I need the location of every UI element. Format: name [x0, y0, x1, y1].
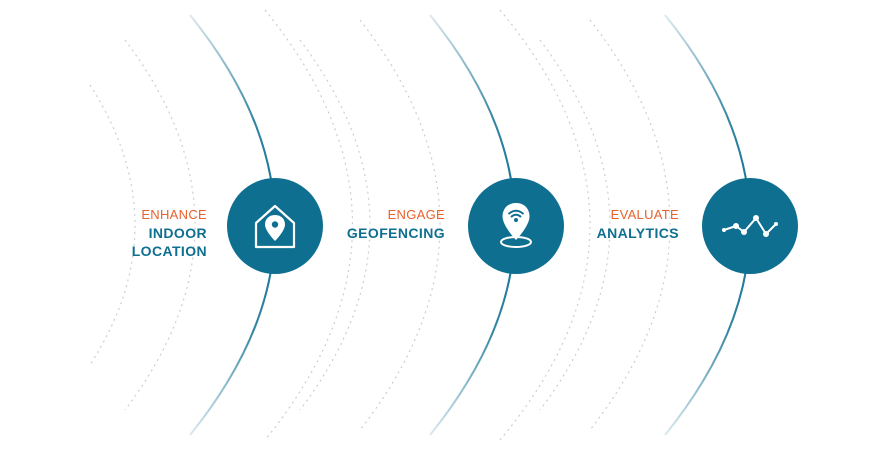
- step-label-evaluate: EVALUATE ANALYTICS: [519, 206, 679, 242]
- step-verb: ENGAGE: [387, 207, 445, 222]
- step-label-engage: ENGAGE GEOFENCING: [285, 206, 445, 242]
- step-noun-line: GEOFENCING: [346, 225, 445, 241]
- step-circle-evaluate: [702, 178, 798, 274]
- analytics-line-icon: [722, 215, 778, 237]
- step-label-enhance: ENHANCE INDOOR LOCATION: [47, 206, 207, 260]
- step-noun-line: INDOOR: [148, 225, 207, 241]
- house-pin-icon: [254, 204, 296, 249]
- dotted-arc: [299, 39, 371, 411]
- dotted-arc: [359, 19, 441, 431]
- step-verb: EVALUATE: [610, 207, 679, 222]
- dotted-arc: [124, 39, 196, 411]
- dotted-arc: [264, 9, 353, 441]
- geofence-pin-icon: [500, 203, 532, 248]
- step-circle-engage: [468, 178, 564, 274]
- dotted-arc: [499, 9, 591, 441]
- step-circle-enhance: [227, 178, 323, 274]
- step-verb: ENHANCE: [141, 207, 207, 222]
- step-noun-line: ANALYTICS: [596, 225, 679, 241]
- dotted-arc: [589, 19, 671, 431]
- step-noun-line: LOCATION: [131, 243, 207, 259]
- dotted-arc: [539, 39, 611, 411]
